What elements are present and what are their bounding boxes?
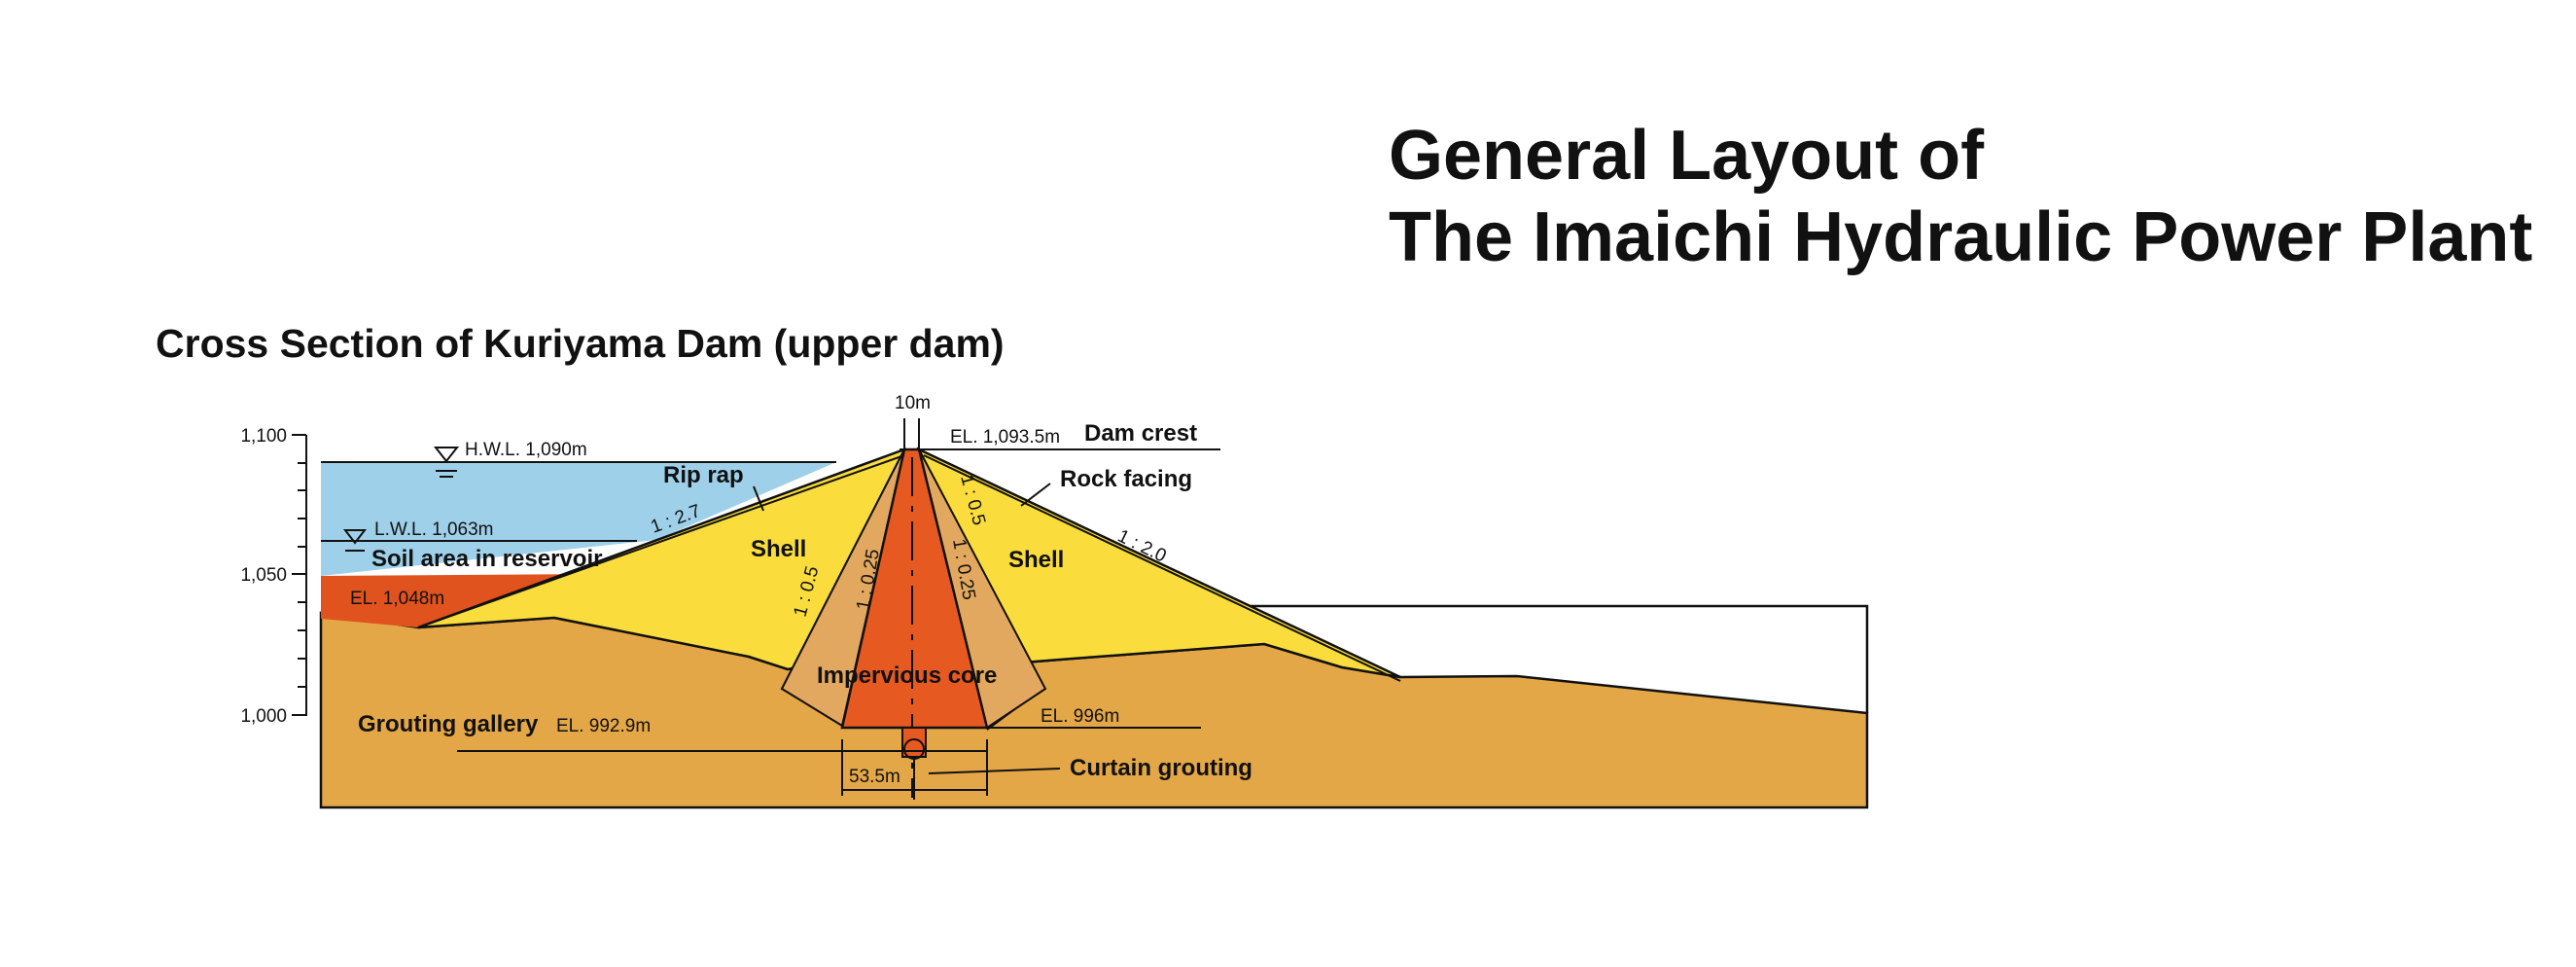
el-996-label: EL. 996m xyxy=(1041,706,1119,727)
impervious-core-label: Impervious core xyxy=(817,663,997,689)
lwl-label: L.W.L. 1,063m xyxy=(374,519,494,540)
axis-tick-1100: 1,100 xyxy=(240,426,287,447)
shell-left-label: Shell xyxy=(751,536,806,562)
el-9929-label: EL. 992.9m xyxy=(556,716,651,736)
axis-tick-1000: 1,000 xyxy=(240,706,287,727)
section-title: Cross Section of Kuriyama Dam (upper dam… xyxy=(156,321,1005,366)
hwl-triangle-icon xyxy=(433,447,460,463)
page-title-line-2: The Imaichi Hydraulic Power Plant xyxy=(1389,198,2533,276)
curtain-grouting-label: Curtain grouting xyxy=(1070,755,1253,781)
page-title: General Layout of The Imaichi Hydraulic … xyxy=(1389,115,2532,278)
soil-area-label: Soil area in reservoir xyxy=(371,546,602,572)
curtain-grouting-leader xyxy=(928,768,1061,774)
el-1048-label: EL. 1,048m xyxy=(350,589,444,609)
rip-rap-facing xyxy=(417,454,905,628)
axis-minor-ticks xyxy=(292,434,306,716)
lwl-triangle-icon xyxy=(342,529,368,545)
shell-right-label: Shell xyxy=(1008,547,1064,573)
hwl-label: H.W.L. 1,090m xyxy=(465,440,587,460)
reservoir-water xyxy=(321,462,836,576)
base-width-label: 53.5m xyxy=(849,767,900,787)
grouting-gallery-label: Grouting gallery xyxy=(358,711,539,737)
crest-width-label: 10m xyxy=(895,393,931,413)
dam-crest-label: Dam crest xyxy=(1084,420,1197,447)
rock-facing-label: Rock facing xyxy=(1060,466,1192,492)
downstream-terrain-outline xyxy=(1250,604,1869,713)
rip-rap-label: Rip rap xyxy=(663,462,744,488)
crest-el-label: EL. 1,093.5m xyxy=(950,427,1060,448)
rock-facing-leader xyxy=(1020,483,1051,507)
page-title-line-1: General Layout of xyxy=(1389,117,1985,195)
axis-tick-1050: 1,050 xyxy=(240,565,287,586)
rip-rap-leader xyxy=(753,485,764,512)
rock-facing xyxy=(923,454,1401,682)
